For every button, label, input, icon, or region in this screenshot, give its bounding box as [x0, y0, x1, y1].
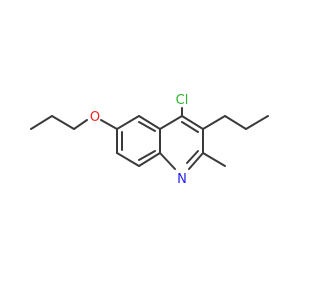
bond — [116, 115, 140, 130]
propoxy-bond — [30, 115, 53, 130]
oxygen-atom-label: O — [90, 110, 100, 125]
bond — [138, 152, 161, 167]
propyl-bond — [202, 115, 226, 130]
bond — [159, 152, 176, 170]
molecule-structure: Cl O N — [30, 93, 269, 187]
bond — [181, 115, 204, 130]
propyl-bond — [224, 115, 247, 130]
methyl-bond — [202, 152, 226, 167]
benzo-ring — [116, 115, 161, 167]
bond — [159, 115, 183, 130]
propyl-bond — [245, 115, 269, 130]
atom-labels: Cl O N — [90, 93, 188, 187]
double-bond — [138, 121, 156, 132]
nitrogen-atom-label: N — [177, 172, 187, 187]
bond — [116, 152, 140, 167]
double-bond — [186, 150, 199, 164]
bond — [138, 115, 161, 130]
double-bond — [138, 150, 156, 161]
bond — [188, 152, 204, 170]
double-bond — [181, 121, 199, 133]
molecule-canvas: Cl O N — [30, 93, 269, 187]
substituents — [30, 107, 269, 167]
propoxy-bond — [51, 115, 75, 130]
chlorine-atom-label: Cl — [176, 93, 189, 108]
pyridine-ring — [159, 115, 204, 170]
propoxy-bond — [73, 119, 88, 130]
propoxy-bond — [100, 119, 118, 130]
